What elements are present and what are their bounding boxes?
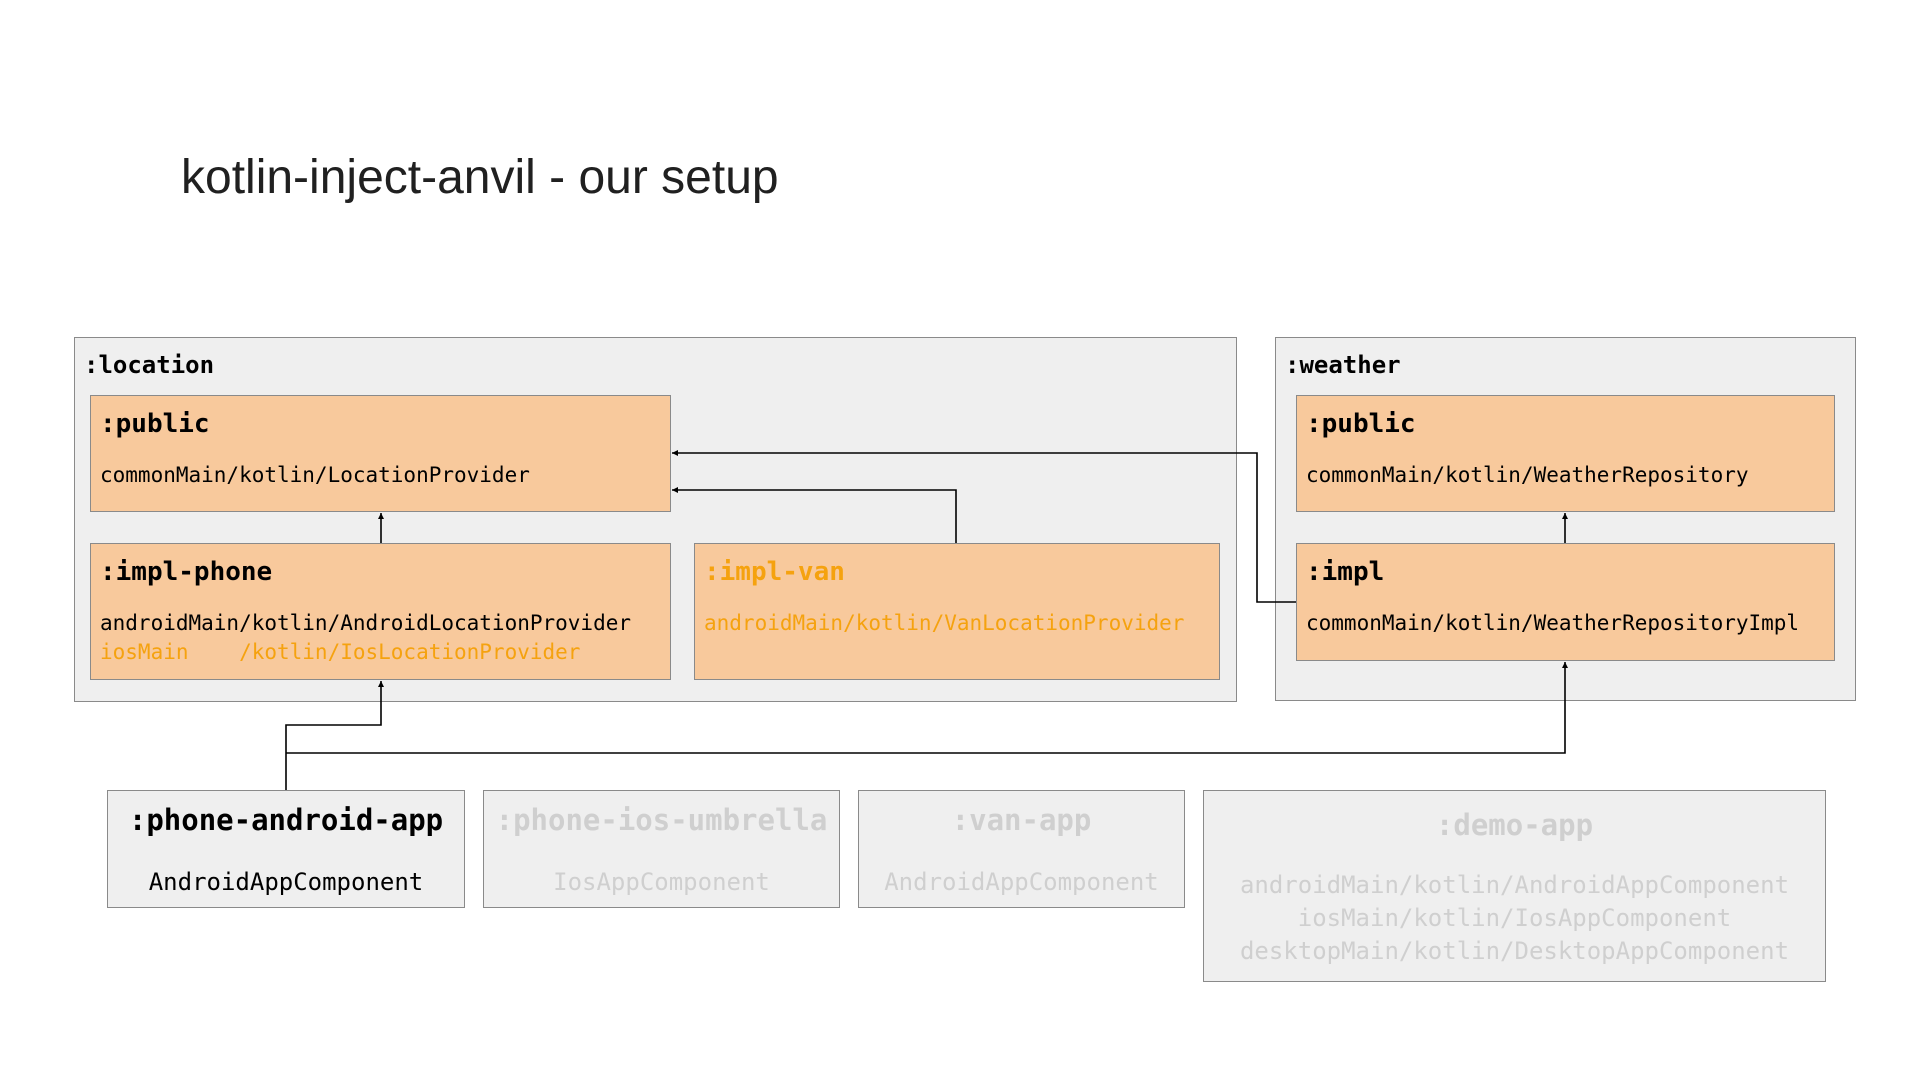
location-public-title: :public bbox=[100, 409, 210, 439]
demo-app-title: :demo-app bbox=[1435, 808, 1594, 842]
weather-public-module: :public commonMain/kotlin/WeatherReposit… bbox=[1296, 395, 1835, 512]
phone-android-app-module: :phone-android-app AndroidAppComponent bbox=[107, 790, 465, 908]
phone-ios-umbrella-title: :phone-ios-umbrella bbox=[495, 803, 828, 837]
location-impl-van-path: androidMain/kotlin/VanLocationProvider bbox=[704, 611, 1185, 635]
arrow-phone-app-to-impl-phone bbox=[285, 681, 384, 790]
weather-public-title: :public bbox=[1306, 409, 1416, 439]
demo-app-module: :demo-app androidMain/kotlin/AndroidAppC… bbox=[1203, 790, 1826, 982]
arrow-phone-app-to-weather-impl bbox=[286, 662, 1568, 754]
location-impl-van-module: :impl-van androidMain/kotlin/VanLocation… bbox=[694, 543, 1220, 680]
slide-title: kotlin-inject-anvil - our setup bbox=[181, 151, 779, 204]
location-public-module: :public commonMain/kotlin/LocationProvid… bbox=[90, 395, 671, 512]
location-impl-phone-title: :impl-phone bbox=[100, 557, 273, 587]
location-impl-phone-module: :impl-phone androidMain/kotlin/AndroidLo… bbox=[90, 543, 671, 680]
weather-impl-module: :impl commonMain/kotlin/WeatherRepositor… bbox=[1296, 543, 1835, 661]
demo-app-component-ios: iosMain/kotlin/IosAppComponent bbox=[1297, 904, 1732, 932]
phone-android-app-title: :phone-android-app bbox=[128, 803, 444, 837]
weather-group-label: :weather bbox=[1285, 351, 1401, 379]
location-impl-van-title: :impl-van bbox=[704, 557, 845, 587]
location-impl-phone-ios-path: iosMain /kotlin/IosLocationProvider bbox=[100, 640, 581, 664]
weather-public-path: commonMain/kotlin/WeatherRepository bbox=[1306, 463, 1749, 487]
arrow-weather-impl-to-location-public bbox=[672, 450, 1296, 603]
phone-ios-umbrella-component: IosAppComponent bbox=[553, 868, 770, 896]
location-impl-phone-android-path: androidMain/kotlin/AndroidLocationProvid… bbox=[100, 611, 632, 635]
location-group-label: :location bbox=[84, 351, 215, 379]
phone-ios-umbrella-module: :phone-ios-umbrella IosAppComponent bbox=[483, 790, 840, 908]
arrow-impl-van-to-location-public bbox=[672, 487, 957, 543]
van-app-module: :van-app AndroidAppComponent bbox=[858, 790, 1185, 908]
demo-app-component-list: androidMain/kotlin/AndroidAppComponent i… bbox=[1204, 869, 1825, 968]
phone-android-app-component: AndroidAppComponent bbox=[148, 868, 424, 896]
van-app-component: AndroidAppComponent bbox=[884, 868, 1159, 896]
location-public-path: commonMain/kotlin/LocationProvider bbox=[100, 463, 530, 487]
weather-impl-title: :impl bbox=[1306, 557, 1385, 587]
demo-app-component-android: androidMain/kotlin/AndroidAppComponent bbox=[1239, 871, 1790, 899]
demo-app-component-desktop: desktopMain/kotlin/DesktopAppComponent bbox=[1239, 937, 1790, 965]
van-app-title: :van-app bbox=[951, 803, 1092, 837]
weather-impl-path: commonMain/kotlin/WeatherRepositoryImpl bbox=[1306, 611, 1800, 635]
